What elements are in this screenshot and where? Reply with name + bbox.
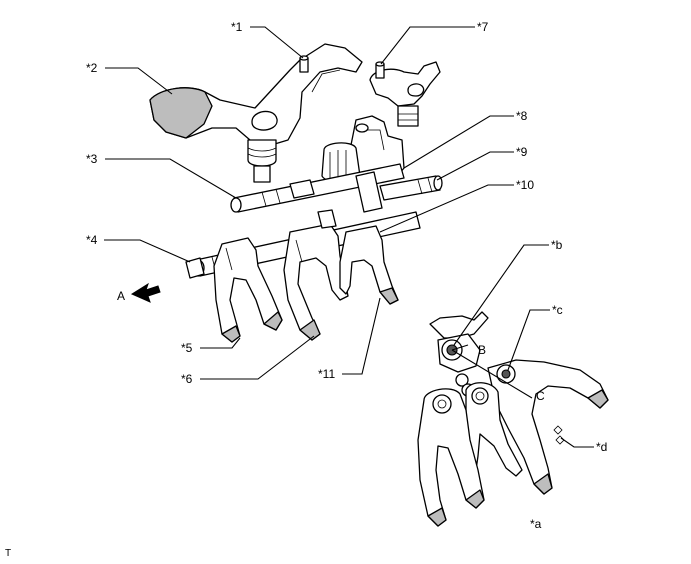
label-part-5: *5 bbox=[181, 341, 193, 355]
label-part-10: *10 bbox=[516, 178, 534, 192]
rear-shaft-ends bbox=[379, 175, 443, 201]
label-detail-d: *d bbox=[596, 440, 607, 454]
label-part-9: *9 bbox=[516, 145, 528, 159]
label-point-c: C bbox=[536, 389, 545, 403]
lever-stem bbox=[247, 139, 277, 183]
label-detail-c: *c bbox=[552, 303, 563, 317]
label-detail-b: *b bbox=[551, 238, 563, 252]
label-detail-a: *a bbox=[530, 517, 542, 531]
shift-lever-7 bbox=[369, 61, 441, 127]
detail-view-a bbox=[417, 311, 609, 527]
label-part-4: *4 bbox=[86, 233, 98, 247]
shift-fork-6 bbox=[283, 209, 349, 341]
labels: *1 *2 *3 *4 *5 *6 *7 *8 *9 *10 *11 A *a … bbox=[5, 20, 607, 559]
view-a-arrow bbox=[130, 282, 161, 303]
label-view-a: A bbox=[117, 289, 125, 303]
shift-fork-5 bbox=[213, 237, 283, 343]
selector-housing bbox=[321, 115, 405, 183]
leader-lines bbox=[104, 26, 594, 448]
main-assembly bbox=[149, 43, 443, 343]
label-point-b: B bbox=[478, 343, 486, 357]
label-part-3: *3 bbox=[86, 152, 98, 166]
label-corner-t: T bbox=[5, 548, 11, 559]
label-part-8: *8 bbox=[516, 109, 528, 123]
label-part-2: *2 bbox=[86, 61, 98, 75]
label-part-1: *1 bbox=[231, 20, 243, 34]
shift-lever-2 bbox=[149, 43, 363, 147]
shift-fork-11 bbox=[339, 171, 399, 305]
label-part-6: *6 bbox=[181, 372, 193, 386]
label-part-11: *11 bbox=[318, 367, 335, 381]
label-part-7: *7 bbox=[477, 20, 489, 34]
